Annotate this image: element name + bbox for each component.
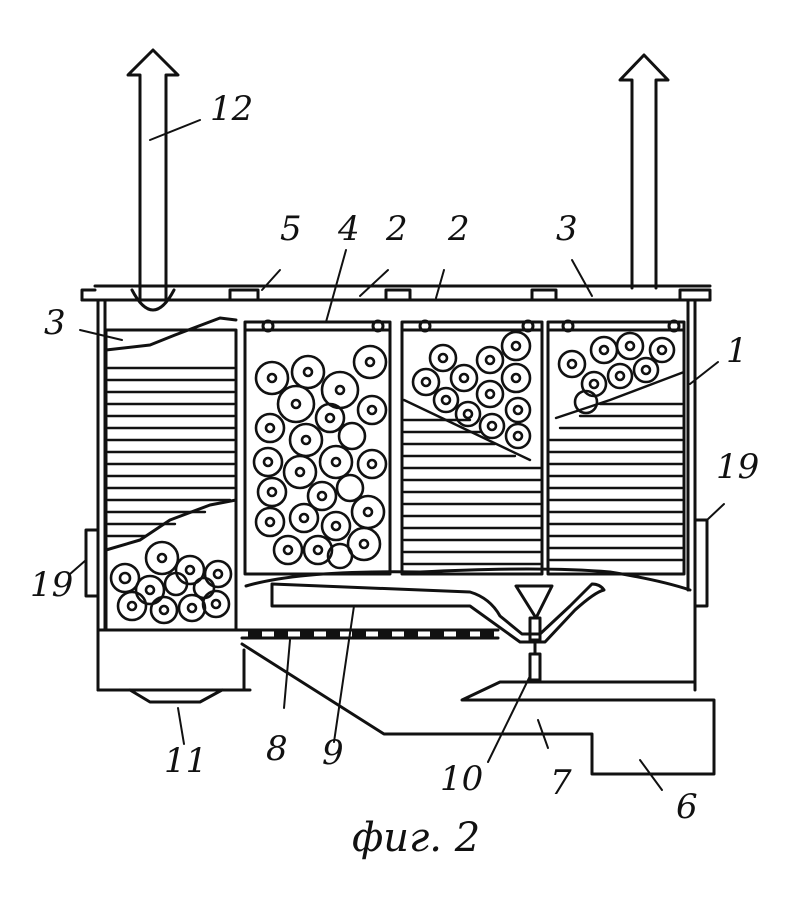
side-door-19-right: [695, 520, 707, 606]
label-2-b: 2: [448, 209, 470, 249]
strata-left: [108, 368, 234, 536]
cartridge-top-rollers: [263, 321, 679, 331]
exhaust-pipe-12: [128, 50, 178, 310]
grate-8: [242, 630, 498, 638]
label-3-left: 3: [44, 303, 66, 343]
ash-chamber-7: [242, 590, 714, 774]
label-6: 6: [676, 787, 698, 827]
strata-cartridge-4: [550, 372, 684, 560]
cartridge-left: [106, 318, 236, 630]
leader-lines: [70, 120, 724, 790]
drain-11: [130, 690, 222, 702]
grate-bars: [248, 631, 494, 637]
fuel-pellets: [111, 332, 674, 623]
figure-caption: фиг. 2: [352, 815, 481, 861]
strata-cartridge-3: [404, 400, 540, 564]
label-2-a: 2: [386, 209, 408, 249]
label-8: 8: [266, 729, 288, 769]
feeder-funnel-10: [516, 586, 552, 680]
label-19-left: 19: [30, 565, 74, 605]
label-3-right: 3: [556, 209, 578, 249]
burner-duct-9: [246, 569, 690, 642]
exhaust-pipe-right: [620, 55, 668, 288]
side-door-19-left: [86, 530, 98, 596]
label-4: 4: [338, 209, 360, 249]
lid-flanges-5: [82, 286, 710, 300]
label-11: 11: [164, 741, 208, 781]
label-5: 5: [280, 209, 302, 249]
label-19-right: 19: [716, 447, 760, 487]
label-10: 10: [440, 759, 484, 799]
label-7: 7: [550, 763, 572, 803]
label-1: 1: [726, 331, 748, 371]
label-9: 9: [322, 733, 344, 773]
label-12: 12: [210, 89, 254, 129]
